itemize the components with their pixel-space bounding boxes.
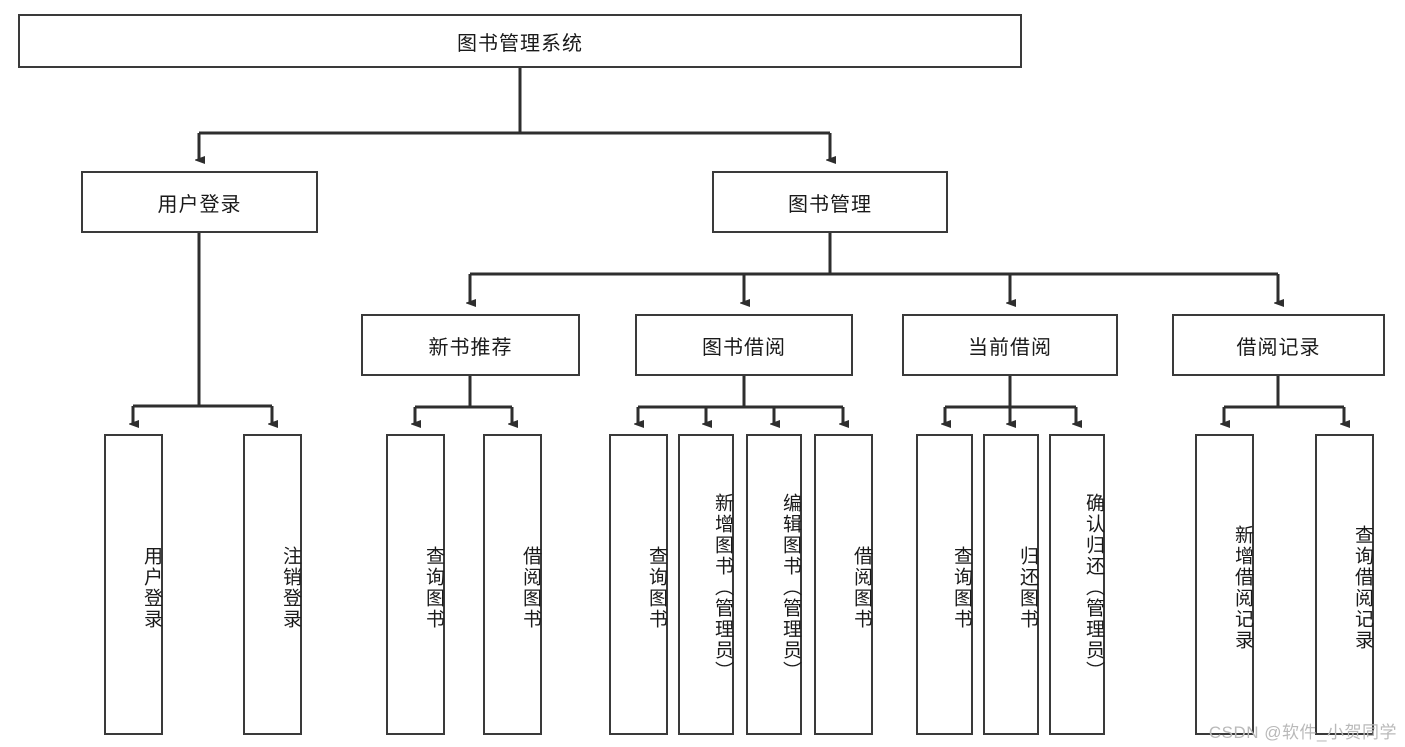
node-root[interactable]: 图书管理系统 [18,14,1022,68]
node-book-borrow-label: 图书借阅 [702,336,786,359]
node-book-manage-label: 图书管理 [788,193,872,216]
leaf-query-book-3[interactable]: 查询图书 [916,434,973,735]
leaf-confirm-return-label: 确认归还（管理员） [1083,493,1104,682]
leaf-query-record-label: 查询借阅记录 [1352,524,1373,651]
node-book-manage[interactable]: 图书管理 [712,171,948,233]
leaf-add-record-label: 新增借阅记录 [1232,524,1253,651]
node-current-borrow[interactable]: 当前借阅 [902,314,1118,376]
leaf-add-book-label: 新增图书（管理员） [712,493,733,682]
leaf-query-record[interactable]: 查询借阅记录 [1315,434,1374,735]
leaf-edit-book-label: 编辑图书（管理员） [780,493,801,682]
leaf-user-login-label: 用户登录 [141,545,162,630]
leaf-query-book-2[interactable]: 查询图书 [609,434,668,735]
leaf-return-book[interactable]: 归还图书 [983,434,1039,735]
leaf-borrow-book-2-label: 借阅图书 [851,545,872,630]
node-new-book-recommend[interactable]: 新书推荐 [361,314,580,376]
node-borrow-record[interactable]: 借阅记录 [1172,314,1385,376]
node-user-login[interactable]: 用户登录 [81,171,318,233]
leaf-edit-book[interactable]: 编辑图书（管理员） [746,434,802,735]
node-user-login-label: 用户登录 [157,193,242,216]
leaf-borrow-book-1[interactable]: 借阅图书 [483,434,542,735]
leaf-return-book-label: 归还图书 [1017,545,1038,630]
node-book-borrow[interactable]: 图书借阅 [635,314,853,376]
leaf-borrow-book-2[interactable]: 借阅图书 [814,434,873,735]
leaf-query-book-1-label: 查询图书 [423,545,444,630]
node-borrow-record-label: 借阅记录 [1236,336,1321,359]
leaf-user-login[interactable]: 用户登录 [104,434,163,735]
leaf-user-logout[interactable]: 注销登录 [243,434,302,735]
leaf-add-record[interactable]: 新增借阅记录 [1195,434,1254,735]
watermark: CSDN @软件_小贺同学 [1208,723,1397,742]
leaf-confirm-return[interactable]: 确认归还（管理员） [1049,434,1105,735]
leaf-query-book-1[interactable]: 查询图书 [386,434,445,735]
leaf-user-logout-label: 注销登录 [280,545,301,630]
node-new-book-recommend-label: 新书推荐 [428,336,513,359]
leaf-borrow-book-1-label: 借阅图书 [520,545,541,630]
node-current-borrow-label: 当前借阅 [968,336,1052,359]
leaf-add-book[interactable]: 新增图书（管理员） [678,434,734,735]
leaf-query-book-3-label: 查询图书 [951,545,972,630]
node-root-label: 图书管理系统 [457,32,583,55]
leaf-query-book-2-label: 查询图书 [646,545,667,630]
